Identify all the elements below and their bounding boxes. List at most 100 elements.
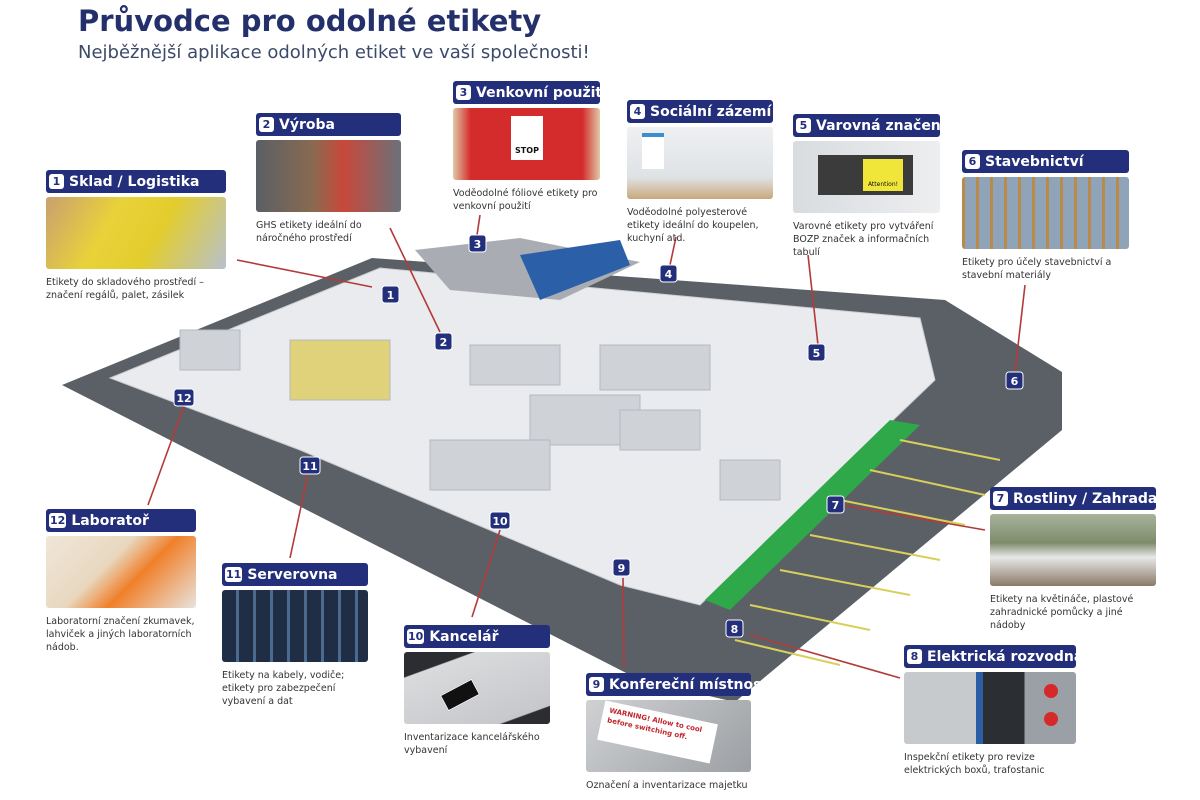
card-title: Kancelář bbox=[429, 628, 499, 645]
laptop-asset-label-photo bbox=[404, 652, 550, 724]
plant-pots-photo bbox=[990, 514, 1156, 586]
card-title: Serverovna bbox=[247, 566, 338, 583]
card-social-facilities: 4 Sociální zázemí Voděodolné polyesterové… bbox=[627, 100, 773, 245]
card-header: 10 Kancelář bbox=[404, 625, 550, 648]
blue-truck bbox=[520, 240, 630, 300]
card-number: 5 bbox=[796, 118, 811, 133]
card-caption: Varovné etikety pro vytváření BOZP znače… bbox=[793, 221, 934, 258]
card-header: 11 Serverovna bbox=[222, 563, 368, 586]
asset-label bbox=[439, 678, 481, 712]
svg-text:9: 9 bbox=[618, 562, 626, 575]
scaffolding-photo bbox=[962, 177, 1129, 249]
card-office: 10 Kancelář Inventarizace kancelářského v… bbox=[404, 625, 550, 757]
map-marker-3: 3 bbox=[468, 234, 487, 253]
card-caption: Voděodolné fóliové etikety pro venkovní … bbox=[453, 188, 598, 212]
electrical-box-photo bbox=[904, 672, 1076, 744]
card-warehouse-logistics: 1 Sklad / Logistika Etikety do skladového… bbox=[46, 170, 226, 302]
card-outdoor-use: 3 Venkovní použití STOP Voděodolné fóliov… bbox=[453, 81, 607, 213]
office-rooms bbox=[179, 329, 781, 501]
card-title: Konfereční místnost bbox=[609, 676, 769, 693]
card-number: 7 bbox=[993, 491, 1008, 506]
card-number: 6 bbox=[965, 154, 980, 169]
map-marker-1: 1 bbox=[381, 285, 400, 304]
svg-text:1: 1 bbox=[387, 289, 395, 302]
map-marker-2: 2 bbox=[434, 332, 453, 351]
map-marker-6: 6 bbox=[1005, 371, 1024, 390]
card-title: Varovná značení bbox=[816, 117, 946, 134]
svg-text:4: 4 bbox=[665, 268, 673, 281]
map-marker-10: 10 bbox=[489, 511, 511, 530]
card-caption: Etikety pro účely stavebnictví a stavebn… bbox=[962, 257, 1112, 281]
card-title: Sociální zázemí bbox=[650, 103, 772, 120]
svg-text:3: 3 bbox=[474, 238, 482, 251]
card-caption: Označení a inventarizace majetku bbox=[586, 780, 748, 791]
card-header: 4 Sociální zázemí bbox=[627, 100, 773, 123]
warning-label-photo: Attention! bbox=[793, 141, 940, 213]
map-markers: 1 2 3 4 5 6 7 8 9 10 11 12 bbox=[173, 234, 1024, 638]
map-marker-8: 8 bbox=[725, 619, 744, 638]
map-marker-11: 11 bbox=[299, 456, 321, 475]
lab-vials-photo bbox=[46, 536, 196, 608]
stop-sign-door-photo: STOP bbox=[453, 108, 600, 180]
warning-sticker-photo: WARNING! Allow to cool before switching … bbox=[586, 700, 751, 772]
card-number: 10 bbox=[407, 629, 425, 644]
card-number: 2 bbox=[259, 117, 274, 132]
card-construction: 6 Stavebnictví Etikety pro účely stavebni… bbox=[962, 150, 1129, 282]
card-server-room: 11 Serverovna Etikety na kabely, vodiče; … bbox=[222, 563, 368, 708]
card-number: 12 bbox=[49, 513, 67, 528]
svg-text:7: 7 bbox=[832, 499, 840, 512]
svg-text:11: 11 bbox=[302, 460, 317, 473]
card-warning-signs: 5 Varovná značení Attention! Varovné etik… bbox=[793, 114, 946, 259]
card-caption: Etikety na květináče, plastové zahradnic… bbox=[990, 594, 1134, 631]
production-worker-photo bbox=[256, 140, 401, 212]
hand-wash-sign bbox=[642, 133, 664, 169]
svg-text:2: 2 bbox=[440, 336, 448, 349]
card-caption: Etikety do skladového prostředí – značen… bbox=[46, 277, 204, 301]
svg-text:6: 6 bbox=[1011, 375, 1019, 388]
card-header: 9 Konfereční místnost bbox=[586, 673, 768, 696]
parking-lines bbox=[734, 439, 1001, 666]
card-caption: Voděodolné polyesterové etikety ideální … bbox=[627, 207, 759, 244]
page-title: Průvodce pro odolné etikety bbox=[78, 4, 542, 38]
card-number: 3 bbox=[456, 85, 471, 100]
stop-sign: STOP bbox=[511, 116, 543, 160]
card-title: Elektrická rozvodna bbox=[927, 648, 1084, 665]
server-racks-photo bbox=[222, 590, 368, 662]
map-marker-12: 12 bbox=[173, 388, 195, 407]
map-marker-7: 7 bbox=[826, 495, 845, 514]
page-subtitle: Nejběžnější aplikace odolných etiket ve … bbox=[78, 42, 590, 63]
card-caption: Inventarizace kancelářského vybavení bbox=[404, 732, 540, 756]
bathroom-sign-photo bbox=[627, 127, 773, 199]
card-number: 1 bbox=[49, 174, 64, 189]
card-title: Stavebnictví bbox=[985, 153, 1084, 170]
card-title: Sklad / Logistika bbox=[69, 173, 200, 190]
card-header: 5 Varovná značení bbox=[793, 114, 946, 137]
card-caption: GHS etikety ideální do náročného prostře… bbox=[256, 220, 362, 244]
card-plants-garden: 7 Rostliny / Zahrada Etikety na květináče… bbox=[990, 487, 1158, 632]
svg-text:12: 12 bbox=[176, 392, 191, 405]
card-header: 3 Venkovní použití bbox=[453, 81, 607, 104]
grass-strip bbox=[705, 420, 920, 610]
card-number: 4 bbox=[630, 104, 645, 119]
card-header: 6 Stavebnictví bbox=[962, 150, 1129, 173]
card-caption: Etikety na kabely, vodiče; etikety pro z… bbox=[222, 670, 345, 707]
warning-sticker: WARNING! Allow to cool before switching … bbox=[597, 700, 718, 764]
card-conference-room: 9 Konfereční místnost WARNING! Allow to c… bbox=[586, 673, 768, 792]
card-header: 7 Rostliny / Zahrada bbox=[990, 487, 1158, 510]
svg-text:8: 8 bbox=[731, 623, 739, 636]
map-marker-5: 5 bbox=[807, 343, 826, 362]
card-number: 9 bbox=[589, 677, 604, 692]
card-title: Rostliny / Zahrada bbox=[1013, 490, 1158, 507]
card-title: Venkovní použití bbox=[476, 84, 607, 101]
warehouse-label-photo bbox=[46, 197, 226, 269]
card-title: Laboratoř bbox=[71, 512, 149, 529]
svg-text:10: 10 bbox=[492, 515, 508, 528]
attention-label: Attention! bbox=[863, 159, 903, 191]
card-number: 11 bbox=[225, 567, 243, 582]
